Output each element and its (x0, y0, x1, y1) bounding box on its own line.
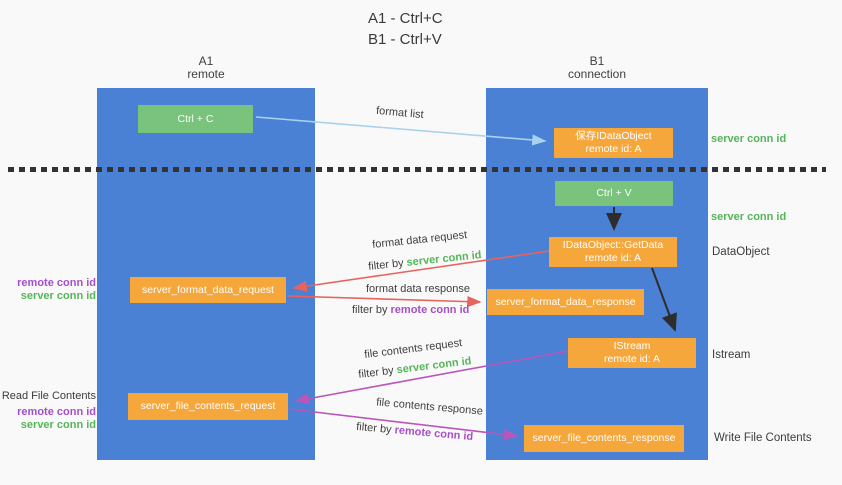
lifeline-a1-subtitle: remote (187, 67, 225, 81)
format-data-request-arrow (292, 250, 550, 292)
save-dataobject-line2: remote id: A (585, 143, 642, 155)
read-file-contents-label: Read File Contents (1, 390, 96, 402)
left-conn-id-block-mid: remote conn id server conn id (4, 277, 96, 303)
server-format-data-response-label: server_format_data_response (495, 295, 636, 308)
dashed-separator (8, 167, 826, 172)
format-data-response-arrow (286, 295, 482, 308)
server-conn-id-label-mid: server conn id (711, 211, 787, 223)
file-contents-request-arrow (294, 350, 569, 405)
istream-side-label: Istream (712, 349, 751, 361)
dataobject-label: DataObject (712, 246, 770, 258)
server-file-contents-response-node: server_file_contents_response (524, 425, 684, 452)
remote-conn-id-label: remote conn id (17, 277, 96, 289)
server-conn-id-label-top: server conn id (711, 133, 787, 145)
ctrl-c-node: Ctrl + C (138, 105, 253, 133)
lifeline-a1-name: A1 (198, 54, 214, 68)
format-data-response-filter-label: filter by remote conn id (352, 304, 469, 316)
format-data-response-label: format data response (366, 283, 470, 295)
diagram-title: A1 - Ctrl+C B1 - Ctrl+V (368, 8, 443, 50)
getdata-node: IDataObject::GetData remote id: A (549, 237, 677, 267)
title-line-ctrl-v: B1 - Ctrl+V (368, 31, 442, 48)
server-file-contents-request-node: server_file_contents_request (128, 393, 288, 420)
title-line-ctrl-c: A1 - Ctrl+C (368, 10, 443, 27)
ctrl-v-label: Ctrl + V (596, 187, 632, 199)
server-conn-id-label: server conn id (20, 419, 96, 431)
write-file-contents-label: Write File Contents (714, 432, 812, 444)
istream-line2: remote id: A (603, 353, 661, 365)
ctrl-c-label: Ctrl + C (177, 112, 214, 125)
filter-by-text: filter by (352, 304, 391, 316)
lifeline-header-b1: B1 connection (486, 55, 708, 81)
save-dataobject-line1: 保存IDataObject (575, 130, 652, 142)
file-contents-response-arrow (288, 408, 519, 441)
left-conn-id-block-bottom: remote conn id server conn id (4, 406, 96, 432)
server-file-contents-response-label: server_file_contents_response (532, 432, 676, 444)
getdata-line2: remote id: A (584, 252, 642, 264)
server-format-data-request-node: server_format_data_request (130, 277, 286, 303)
lifeline-b1-subtitle: connection (567, 67, 627, 81)
remote-conn-id-label: remote conn id (17, 406, 96, 418)
server-file-contents-request-label: server_file_contents_request (140, 400, 276, 412)
istream-node: IStream remote id: A (568, 338, 696, 368)
lifeline-header-a1: A1 remote (97, 55, 315, 81)
server-format-data-request-label: server_format_data_request (142, 283, 274, 296)
getdata-to-istream-arrow (651, 267, 677, 332)
format-list-arrow (255, 116, 547, 146)
lifeline-b1-name: B1 (589, 54, 605, 68)
ctrl-v-node: Ctrl + V (555, 181, 673, 206)
remote-conn-id-text: remote conn id (390, 304, 470, 316)
getdata-line1: IDataObject::GetData (562, 239, 664, 251)
istream-line1: IStream (613, 340, 651, 352)
server-conn-id-label: server conn id (20, 290, 96, 302)
server-format-data-response-node: server_format_data_response (487, 289, 644, 315)
save-dataobject-node: 保存IDataObject remote id: A (554, 128, 673, 158)
